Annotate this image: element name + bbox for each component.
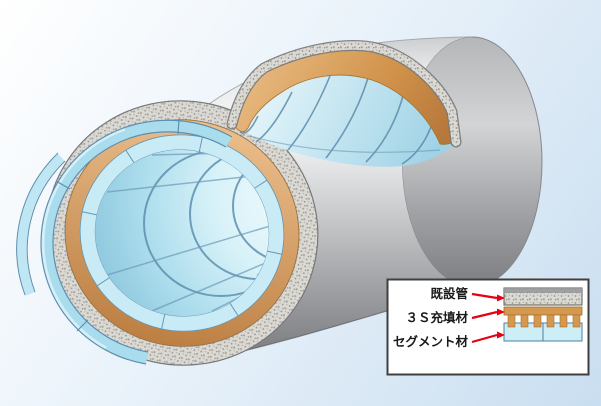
segment-ring-joints	[82, 137, 282, 329]
cutaway-window	[226, 40, 462, 167]
legend-arrowhead-segment	[497, 331, 505, 339]
legend-label-segment: セグメント材	[393, 334, 469, 349]
protruding-ring-outer	[16, 153, 65, 296]
protruding-ring-highlight	[41, 127, 126, 350]
legend-arrowhead-filler	[497, 308, 505, 316]
protruding-ring	[40, 120, 232, 364]
inset-layer-drawing	[503, 287, 583, 342]
legend-label-existing-pipe: 既設管	[430, 286, 468, 301]
legend-arrows	[471, 292, 505, 344]
inset-layer-filler	[503, 306, 583, 316]
inset-filler-teeth	[507, 314, 581, 328]
segment-cutaway-joints	[239, 75, 441, 165]
legend-arrow-existing-pipe	[471, 292, 498, 300]
protruding-segments	[16, 118, 233, 365]
legend-label-filler: ３Ｓ充填材	[405, 310, 468, 325]
pipe-cutaway-illustration	[16, 36, 543, 366]
protruding-ring-joints	[55, 118, 180, 332]
inset-existing-pipe-inner-strip	[504, 288, 582, 293]
cut-edge-speckle	[227, 41, 461, 147]
legend-arrow-filler	[471, 310, 498, 320]
inset-legend: 既設管 ３Ｓ充填材 セグメント材	[386, 278, 590, 376]
legend-arrow-segment	[471, 333, 498, 344]
legend-arrowhead-existing-pipe	[497, 294, 505, 302]
